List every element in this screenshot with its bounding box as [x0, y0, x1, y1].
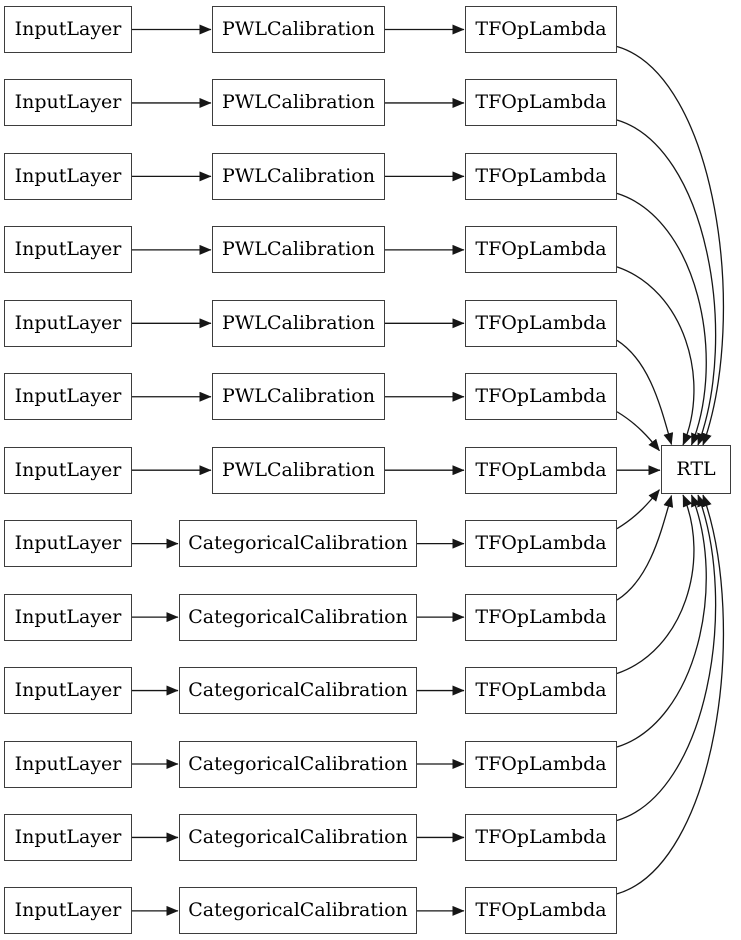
- edge-arrow: [616, 411, 661, 452]
- node-tfop-lambda: TFOpLambda: [465, 593, 617, 641]
- node-tfop-lambda: TFOpLambda: [465, 667, 617, 715]
- node-input-layer: InputLayer: [4, 813, 132, 861]
- edge-arrow: [616, 339, 674, 445]
- node-input-layer: InputLayer: [4, 299, 132, 347]
- node-input-layer: InputLayer: [4, 226, 132, 274]
- node-categorical-calibration: CategoricalCalibration: [179, 593, 417, 641]
- edge-arrow: [616, 45, 724, 446]
- node-tfop-lambda: TFOpLambda: [465, 226, 617, 274]
- node-pwl-calibration: PWLCalibration: [212, 6, 385, 53]
- node-rtl: RTL: [661, 445, 731, 494]
- node-categorical-calibration: CategoricalCalibration: [179, 887, 417, 935]
- node-input-layer: InputLayer: [4, 152, 132, 200]
- node-tfop-lambda: TFOpLambda: [465, 887, 617, 935]
- edge-arrow: [616, 119, 717, 446]
- edge-arrow: [616, 266, 695, 446]
- node-input-layer: InputLayer: [4, 520, 132, 568]
- node-tfop-lambda: TFOpLambda: [465, 79, 617, 127]
- node-input-layer: InputLayer: [4, 79, 132, 127]
- edge-arrow: [616, 192, 707, 446]
- node-input-layer: InputLayer: [4, 6, 132, 53]
- node-pwl-calibration: PWLCalibration: [212, 226, 385, 274]
- node-input-layer: InputLayer: [4, 373, 132, 421]
- node-input-layer: InputLayer: [4, 593, 132, 641]
- node-categorical-calibration: CategoricalCalibration: [179, 740, 417, 788]
- node-pwl-calibration: PWLCalibration: [212, 299, 385, 347]
- node-tfop-lambda: TFOpLambda: [465, 152, 617, 200]
- node-pwl-calibration: PWLCalibration: [212, 152, 385, 200]
- edge-arrow: [616, 489, 661, 530]
- node-categorical-calibration: CategoricalCalibration: [179, 667, 417, 715]
- edge-arrow: [616, 494, 717, 822]
- node-input-layer: InputLayer: [4, 667, 132, 715]
- node-input-layer: InputLayer: [4, 887, 132, 935]
- node-tfop-lambda: TFOpLambda: [465, 299, 617, 347]
- node-input-layer: InputLayer: [4, 740, 132, 788]
- node-pwl-calibration: PWLCalibration: [212, 79, 385, 127]
- node-input-layer: InputLayer: [4, 446, 132, 494]
- node-tfop-lambda: TFOpLambda: [465, 740, 617, 788]
- node-tfop-lambda: TFOpLambda: [465, 6, 617, 53]
- node-tfop-lambda: TFOpLambda: [465, 813, 617, 861]
- edge-arrow: [616, 494, 695, 675]
- node-categorical-calibration: CategoricalCalibration: [179, 813, 417, 861]
- node-pwl-calibration: PWLCalibration: [212, 373, 385, 421]
- node-pwl-calibration: PWLCalibration: [212, 446, 385, 494]
- edge-arrow: [616, 494, 707, 748]
- node-tfop-lambda: TFOpLambda: [465, 446, 617, 494]
- node-tfop-lambda: TFOpLambda: [465, 520, 617, 568]
- edge-arrow: [616, 495, 674, 601]
- node-tfop-lambda: TFOpLambda: [465, 373, 617, 421]
- node-categorical-calibration: CategoricalCalibration: [179, 520, 417, 568]
- edge-arrow: [616, 494, 724, 895]
